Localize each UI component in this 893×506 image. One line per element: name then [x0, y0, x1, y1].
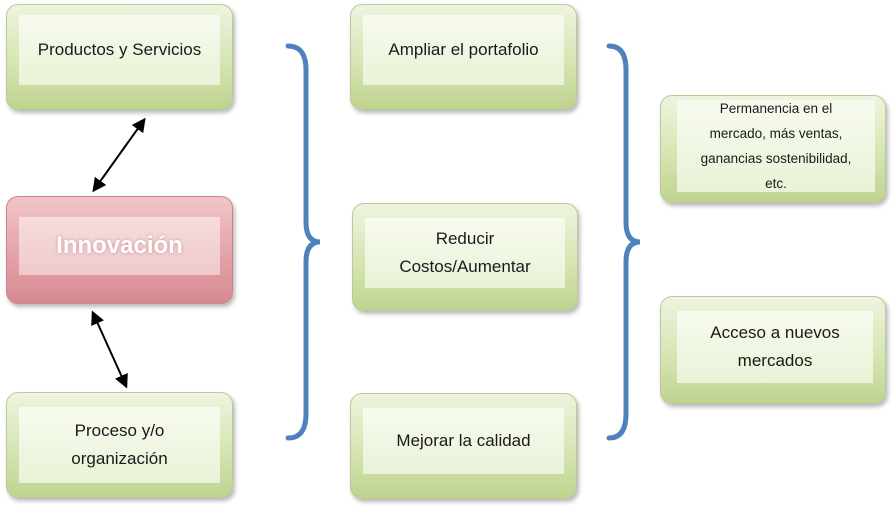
- node-permanencia-label: Permanencia en el mercado, más ventas, g…: [701, 96, 852, 196]
- brace-right: [606, 43, 641, 441]
- node-ampliar-portafolio-label: Ampliar el portafolio: [388, 40, 539, 59]
- brace-left: [285, 43, 321, 441]
- node-proceso-organizacion: Proceso y/o organización: [6, 392, 233, 498]
- node-reducir-costos-label: Reducir Costos/Aumentar: [399, 225, 530, 281]
- arrow-productos-innovacion: [92, 117, 146, 193]
- node-permanencia-line2: mercado, más ventas,: [709, 126, 843, 141]
- node-reducir-line1: Reducir: [435, 229, 495, 248]
- node-proceso-line2: organización: [71, 449, 168, 468]
- node-permanencia-line1: Permanencia en el: [719, 101, 833, 116]
- node-mejorar-calidad: Mejorar la calidad: [350, 393, 577, 499]
- node-acceso-line2: mercados: [737, 351, 813, 370]
- node-innovacion: Innovación: [6, 196, 233, 304]
- node-acceso-mercados: Acceso a nuevos mercados: [660, 296, 886, 404]
- node-productos-servicios-label: Productos y Servicios: [37, 40, 202, 59]
- node-productos-servicios: Productos y Servicios: [6, 4, 233, 110]
- arrow-innovacion-proceso: [91, 310, 128, 389]
- node-acceso-line1: Acceso a nuevos: [710, 323, 840, 342]
- node-proceso-organizacion-label: Proceso y/o organización: [71, 417, 167, 473]
- node-mejorar-calidad-label: Mejorar la calidad: [396, 431, 531, 450]
- node-ampliar-portafolio: Ampliar el portafolio: [350, 4, 577, 110]
- node-reducir-line2: Costos/Aumentar: [399, 257, 531, 276]
- node-permanencia-mercado: Permanencia en el mercado, más ventas, g…: [660, 95, 886, 203]
- node-permanencia-line3: ganancias sostenibilidad,: [700, 151, 852, 166]
- node-acceso-label: Acceso a nuevos mercados: [710, 319, 839, 375]
- node-reducir-costos: Reducir Costos/Aumentar: [352, 203, 578, 311]
- node-proceso-line1: Proceso y/o: [74, 421, 165, 440]
- node-permanencia-line4: etc.: [765, 176, 787, 191]
- node-innovacion-label: Innovación: [56, 232, 183, 259]
